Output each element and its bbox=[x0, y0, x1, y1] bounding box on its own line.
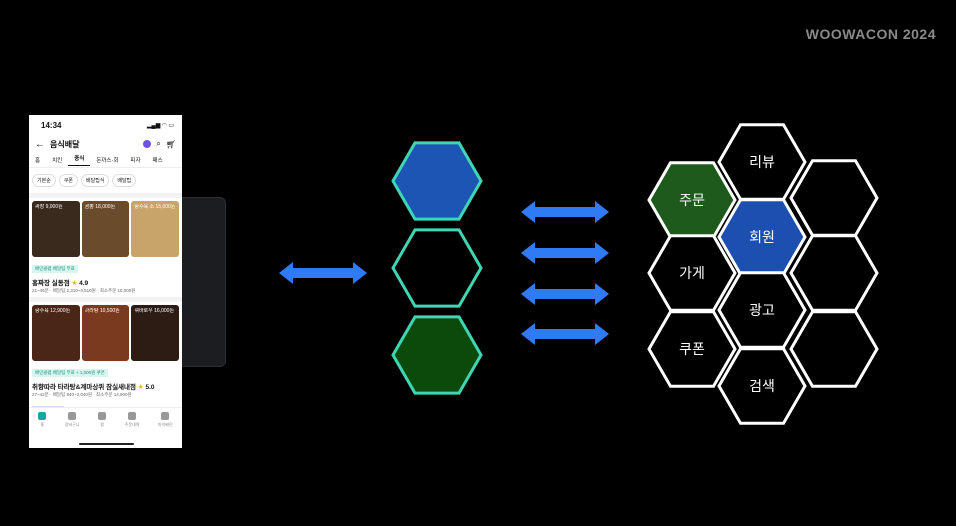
brand-logo: WOOWACON 2024 bbox=[805, 26, 936, 42]
menu-photo: 짜장 9,000원 bbox=[32, 201, 80, 257]
bottom-nav: 홈 장바구니 찜 주문내역 마이배민 bbox=[29, 407, 182, 448]
domain-hexagon bbox=[789, 159, 879, 237]
store-photos: 짜장 9,000원 짬뽕 18,000원 탕수육 소 15,000원 bbox=[32, 201, 180, 257]
domain-label: 주문 bbox=[679, 192, 705, 208]
nav-item[interactable]: 장바구니 bbox=[65, 412, 80, 448]
domain-label: 검색 bbox=[749, 378, 775, 394]
store-name: 홍짜장 실동점 ★ 4.9 bbox=[32, 277, 179, 287]
filter-chip[interactable]: 기본순 bbox=[32, 174, 56, 187]
star-icon: ★ bbox=[69, 280, 80, 287]
double-arrow bbox=[521, 283, 609, 305]
service-hexagon bbox=[391, 228, 483, 308]
back-arrow-icon[interactable]: ← bbox=[35, 138, 45, 150]
store-rating: 5.0 bbox=[145, 384, 155, 391]
domain-label: 리뷰 bbox=[749, 154, 775, 170]
nav-icon bbox=[128, 412, 136, 420]
menu-photo-label: 짬뽕 18,000원 bbox=[84, 204, 116, 210]
domain-label: 쿠폰 bbox=[679, 341, 705, 357]
store-rating: 4.9 bbox=[79, 280, 89, 287]
nav-label: 찜 bbox=[100, 422, 104, 427]
store-meta: 21~46분 · 배달팁 2,310~4,510원 · 최소주문 15,000원 bbox=[32, 288, 136, 293]
store-photos: 탕수육 12,900원 마라탕 10,500원 꿔바로우 16,000원 bbox=[32, 305, 180, 361]
tab-item[interactable]: 치킨 bbox=[52, 158, 63, 164]
service-hexagon bbox=[391, 141, 483, 221]
menu-photo: 탕수육 소 15,000원 bbox=[131, 201, 180, 257]
menu-photo: 탕수육 12,900원 bbox=[32, 305, 80, 361]
nav-label: 마이배민 bbox=[157, 422, 173, 427]
domain-label: 회원 bbox=[749, 229, 775, 245]
store-name-text: 홍짜장 실동점 bbox=[32, 280, 70, 287]
menu-photo-label: 꿔바로우 16,000원 bbox=[134, 308, 175, 314]
menu-photo-label: 마라탕 10,500원 bbox=[84, 308, 120, 314]
nav-label: 주문내역 bbox=[124, 422, 140, 427]
domain-hexagon bbox=[789, 234, 879, 312]
menu-photo-label: 탕수육 12,900원 bbox=[35, 308, 71, 314]
store-meta: 27~42분 · 배달팁 840~2,040원 · 최소주문 14,900원 bbox=[32, 392, 132, 397]
status-time: 14:34 bbox=[41, 120, 62, 130]
domain-hexagon bbox=[717, 347, 807, 425]
phone-screenshot: 14:34 ▂▄▆ ◠ ▭ ← 음식배달 ⌕ 🛒︎ 홈 치킨 중식 돈까스·회 피자 패스… bbox=[29, 115, 182, 448]
cart-icon[interactable]: 🛒︎ bbox=[165, 139, 176, 149]
menu-photo-label: 짜장 9,000원 bbox=[35, 204, 63, 210]
status-bar: 14:34 ▂▄▆ ◠ ▭ bbox=[29, 115, 182, 135]
menu-photo: 짬뽕 18,000원 bbox=[81, 201, 130, 257]
menu-photo: 꿔바로우 16,000원 bbox=[131, 305, 180, 361]
filter-chip[interactable]: 배달팁식 bbox=[81, 174, 110, 187]
search-icon[interactable]: ⌕ bbox=[156, 139, 161, 148]
nav-icon bbox=[68, 412, 77, 420]
club-badge: 배민클럽 배달팁 무료 + 1,000원 쿠폰 bbox=[32, 369, 108, 377]
tab-item[interactable]: 홈 bbox=[35, 158, 41, 164]
menu-photo-label: 탕수육 소 15,000원 bbox=[134, 204, 176, 210]
nav-item[interactable]: 찜 bbox=[98, 412, 107, 448]
star-icon: ★ bbox=[136, 384, 146, 391]
club-icon[interactable] bbox=[143, 140, 152, 148]
store-name-text: 취향따라 타라탕&계마상퀴 잠실새내점 bbox=[32, 384, 136, 391]
status-icons: ▂▄▆ ◠ ▭ bbox=[146, 122, 174, 129]
home-indicator bbox=[79, 443, 134, 445]
domain-label: 광고 bbox=[749, 302, 775, 318]
domain-label: 가게 bbox=[679, 265, 705, 281]
domain-hexagon bbox=[647, 234, 737, 312]
nav-item[interactable]: 마이배민 bbox=[158, 412, 173, 448]
double-arrow bbox=[521, 323, 609, 345]
tab-item[interactable]: 중식 bbox=[68, 154, 91, 166]
menu-photo: 마라탕 10,500원 bbox=[81, 305, 130, 361]
service-hexagon bbox=[391, 315, 483, 395]
tab-item[interactable]: 피자 bbox=[130, 158, 141, 164]
double-arrow bbox=[521, 201, 609, 223]
double-arrow bbox=[521, 242, 609, 264]
app-header: ← 음식배달 ⌕ 🛒︎ bbox=[29, 135, 182, 153]
nav-label: 홈 bbox=[40, 422, 45, 427]
tab-item[interactable]: 패스 bbox=[152, 158, 163, 164]
app-title: 음식배달 bbox=[50, 139, 80, 149]
filter-chip[interactable]: 배달팁 bbox=[112, 174, 137, 187]
domain-hexagon bbox=[789, 310, 879, 388]
tab-item[interactable]: 돈까스·회 bbox=[96, 158, 119, 164]
filter-chip[interactable]: 쿠폰 bbox=[58, 174, 79, 187]
club-badge: 배민클럽 배달팁 무료 bbox=[32, 265, 78, 273]
nav-item[interactable]: 홈 bbox=[38, 412, 47, 448]
store-name: 취향따라 타라탕&계마상퀴 잠실새내점 ★ 5.0 bbox=[32, 381, 179, 391]
category-tabs: 홈 치킨 중식 돈까스·회 피자 패스 bbox=[29, 153, 182, 168]
nav-icon bbox=[38, 412, 47, 420]
nav-label: 장바구니 bbox=[64, 422, 80, 427]
nav-item[interactable]: 주문내역 bbox=[124, 412, 140, 448]
domain-hexagon bbox=[717, 271, 807, 349]
double-arrow bbox=[279, 262, 367, 284]
nav-icon bbox=[98, 412, 107, 420]
domain-hexagon bbox=[647, 310, 737, 388]
nav-icon bbox=[161, 412, 170, 420]
